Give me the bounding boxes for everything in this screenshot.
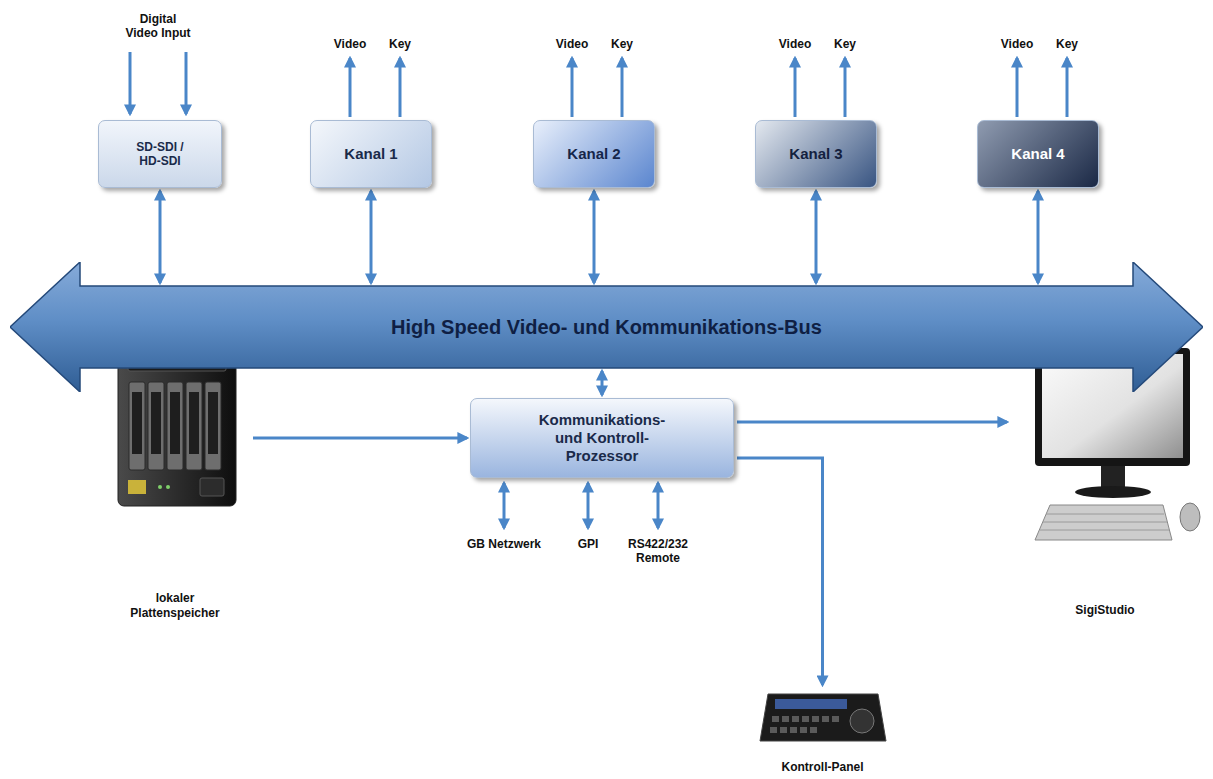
output-arrow	[349, 58, 352, 117]
label-slot: Digital Video Input	[123, 12, 193, 41]
io-arrow	[587, 483, 590, 528]
interface-box: SD-SDI / HD-SDI	[98, 120, 222, 188]
device-caption: Kontroll-Panel	[781, 760, 863, 774]
workstation: SigiStudio	[1010, 345, 1200, 617]
channel-box: Kanal 3	[755, 120, 877, 188]
node-text: Kanal 4	[1011, 145, 1064, 163]
port-label: GB Netzwerk	[467, 537, 541, 551]
connector-arrow	[737, 421, 1007, 424]
channel-box: Kanal 4	[977, 120, 1099, 188]
device-caption: SigiStudio	[1075, 603, 1134, 617]
connector-arrow	[737, 458, 823, 685]
storage-device: lokaler Plattenspeicher	[100, 330, 250, 620]
output-arrow	[399, 58, 402, 117]
signal-label: Video	[334, 37, 366, 51]
signal-label: Video	[779, 37, 811, 51]
output-arrow	[1066, 58, 1069, 117]
io-arrow	[503, 483, 506, 528]
connector-arrow	[159, 191, 162, 283]
signal-label: Video	[1001, 37, 1033, 51]
bus-band: High Speed Video- und Kommunikations-Bus	[10, 262, 1203, 392]
port-label: RS422/232 Remote	[626, 537, 690, 566]
port-label: GPI	[578, 537, 599, 551]
node-text: High Speed Video- und Kommunikations-Bus	[391, 315, 822, 339]
output-arrow	[621, 58, 624, 117]
input-arrow	[185, 52, 188, 114]
connector-arrow	[253, 437, 467, 440]
label-slot: Key	[1042, 37, 1092, 51]
label-slot: Video	[547, 37, 597, 51]
device-caption: lokaler Plattenspeicher	[120, 591, 230, 620]
node-text: SD-SDI / HD-SDI	[127, 140, 193, 169]
signal-label: Key	[834, 37, 856, 51]
node-text: Kanal 3	[789, 145, 842, 163]
input-arrow	[129, 52, 132, 114]
signal-label: Digital Video Input	[123, 12, 193, 41]
signal-label: Video	[556, 37, 588, 51]
output-arrow	[571, 58, 574, 117]
output-arrow	[1016, 58, 1019, 117]
connector-arrow	[370, 191, 373, 283]
connector-arrow	[601, 371, 604, 395]
signal-label: Key	[389, 37, 411, 51]
node-text: Kanal 1	[344, 145, 397, 163]
processor-box: Kommunikations- und Kontroll-Prozessor	[470, 398, 734, 478]
label-slot: GB Netzwerk	[456, 537, 552, 551]
signal-label: Key	[611, 37, 633, 51]
label-slot: Key	[820, 37, 870, 51]
label-slot: RS422/232 Remote	[626, 537, 690, 566]
io-arrow	[657, 483, 660, 528]
label-slot: GPI	[566, 537, 610, 551]
bus-arrow-outline	[10, 262, 1203, 392]
control-panel: Kontroll-Panel	[755, 688, 890, 774]
label-slot: Video	[325, 37, 375, 51]
node-text: Kanal 2	[567, 145, 620, 163]
label-slot: Key	[375, 37, 425, 51]
connector-arrow	[593, 191, 596, 283]
signal-label: Key	[1056, 37, 1078, 51]
workstation-illustration	[1035, 348, 1200, 540]
label-slot: Video	[770, 37, 820, 51]
control-panel-illustration	[760, 694, 886, 741]
label-slot: Key	[597, 37, 647, 51]
channel-box: Kanal 1	[310, 120, 432, 188]
connector-arrow	[1037, 191, 1040, 283]
output-arrow	[844, 58, 847, 117]
connector-arrow	[815, 191, 818, 283]
label-slot: Video	[992, 37, 1042, 51]
output-arrow	[794, 58, 797, 117]
node-text: Kommunikations- und Kontroll-Prozessor	[527, 411, 677, 465]
channel-box: Kanal 2	[533, 120, 655, 188]
bus-text-holder: High Speed Video- und Kommunikations-Bus	[80, 286, 1133, 368]
